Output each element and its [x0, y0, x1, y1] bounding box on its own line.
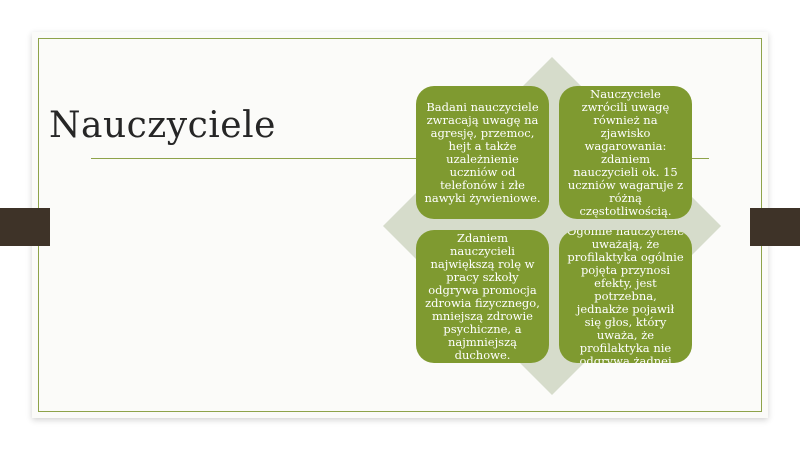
- matrix-box-top-right: Nauczyciele zwrócili uwagę również na zj…: [559, 86, 692, 219]
- matrix-box-bottom-left-text: Zdaniem nauczycieli największą rolę w pr…: [425, 230, 540, 362]
- matrix-box-top-left: Badani nauczyciele zwracają uwagę na agr…: [416, 86, 549, 219]
- right-decorative-tab: [750, 208, 800, 246]
- matrix-box-top-left-text: Badani nauczyciele zwracają uwagę na agr…: [424, 99, 541, 205]
- title-underline: [91, 158, 709, 159]
- matrix-box-bottom-right-text: Ogólnie nauczyciele uważają, że profilak…: [567, 230, 685, 363]
- matrix-box-top-right-text: Nauczyciele zwrócili uwagę również na zj…: [567, 86, 684, 218]
- matrix-box-bottom-left: Zdaniem nauczycieli największą rolę w pr…: [416, 230, 549, 363]
- slide-title: Nauczyciele: [49, 105, 276, 146]
- matrix-box-bottom-right: Ogólnie nauczyciele uważają, że profilak…: [559, 230, 692, 363]
- left-decorative-tab: [0, 208, 50, 246]
